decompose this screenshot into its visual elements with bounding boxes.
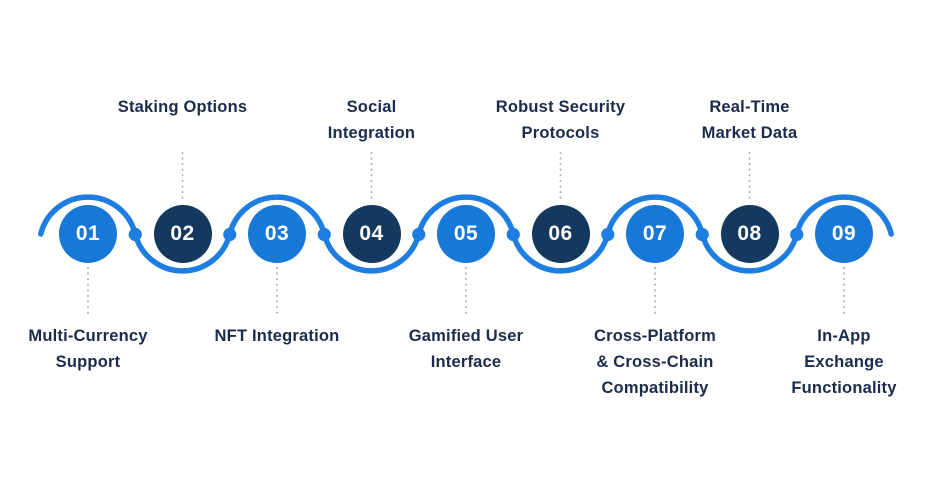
step-number: 07 (642, 222, 668, 245)
step-label-01: Multi-Currency Support (28, 327, 148, 371)
wave-node-dot (695, 227, 709, 242)
wave-node-dot (128, 227, 142, 242)
step-number: 09 (831, 222, 857, 245)
step-label-07: Cross-Platform & Cross-Chain Compatibili… (594, 327, 716, 397)
step-label-09: In-App Exchange Functionality (791, 327, 897, 397)
timeline-node-06: 06 (531, 205, 590, 263)
timeline-node-05: 05 (437, 205, 495, 263)
step-number: 05 (453, 222, 479, 245)
timeline-node-09: 09 (815, 205, 873, 263)
wave-node-dot (317, 227, 331, 242)
step-label-02: Staking Options (117, 98, 248, 116)
step-label-04: Social Integration (327, 98, 416, 142)
timeline-node-07: 07 (626, 205, 684, 263)
step-number: 01 (75, 222, 101, 245)
timeline-node-08: 08 (720, 205, 779, 263)
step-label-08: Real-Time Market Data (701, 98, 798, 142)
step-number: 03 (264, 222, 290, 245)
timeline-node-01: 01 (59, 205, 117, 263)
wave-node-dot (223, 227, 237, 242)
timeline-node-03: 03 (248, 205, 306, 263)
step-label-03: NFT Integration (214, 327, 340, 345)
step-number: 08 (737, 222, 762, 245)
wave-node-dot (412, 227, 426, 242)
step-label-06: Robust Security Protocols (495, 98, 626, 142)
wave-line (38, 194, 894, 274)
step-number: 06 (548, 222, 573, 245)
step-number: 04 (359, 222, 384, 245)
step-number: 02 (170, 222, 195, 245)
timeline-node-04: 04 (342, 205, 401, 263)
wave-node-dot (790, 227, 804, 242)
timeline-node-02: 02 (153, 205, 212, 263)
step-label-05: Gamified User Interface (408, 327, 524, 371)
wave-node-dot (506, 227, 520, 242)
wave-node-dot (601, 227, 615, 242)
